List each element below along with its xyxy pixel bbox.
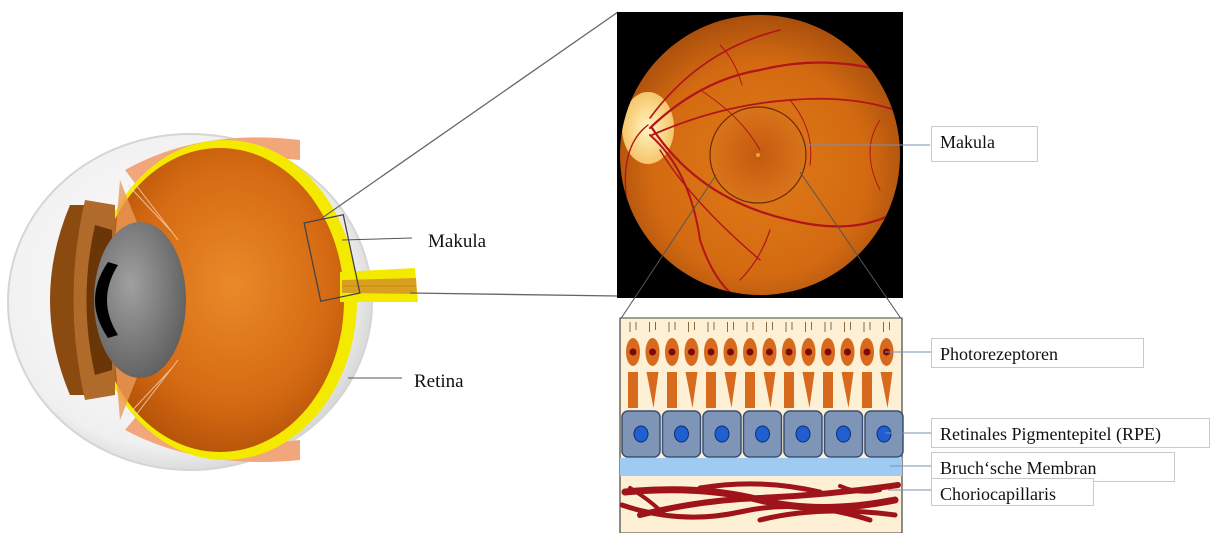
rpe-cell bbox=[825, 411, 863, 457]
rpe-cell bbox=[703, 411, 741, 457]
fundus-makula-label: Makula bbox=[931, 126, 1038, 162]
rpe-layer bbox=[622, 411, 903, 457]
retinal-layers bbox=[620, 318, 932, 533]
eye-retina-label: Retina bbox=[414, 372, 464, 391]
fundus-image bbox=[617, 12, 930, 320]
choriocapillaris-label: Choriocapillaris bbox=[931, 478, 1094, 506]
zoom-line-top bbox=[322, 12, 618, 218]
rpe-cell bbox=[663, 411, 701, 457]
eye-cross-section bbox=[8, 134, 418, 470]
photoreceptors-label: Photorezeptoren bbox=[931, 338, 1144, 368]
rpe-cell bbox=[622, 411, 660, 457]
zoom-line-bottom bbox=[410, 293, 618, 296]
eye-makula-label: Makula bbox=[428, 232, 486, 251]
rpe-cell bbox=[865, 411, 903, 457]
rpe-label: Retinales Pigmentepitel (RPE) bbox=[931, 418, 1210, 448]
rpe-cell bbox=[784, 411, 822, 457]
rpe-cell bbox=[744, 411, 782, 457]
fovea bbox=[756, 153, 760, 157]
bruch-membrane bbox=[620, 458, 902, 476]
lens bbox=[94, 222, 186, 378]
